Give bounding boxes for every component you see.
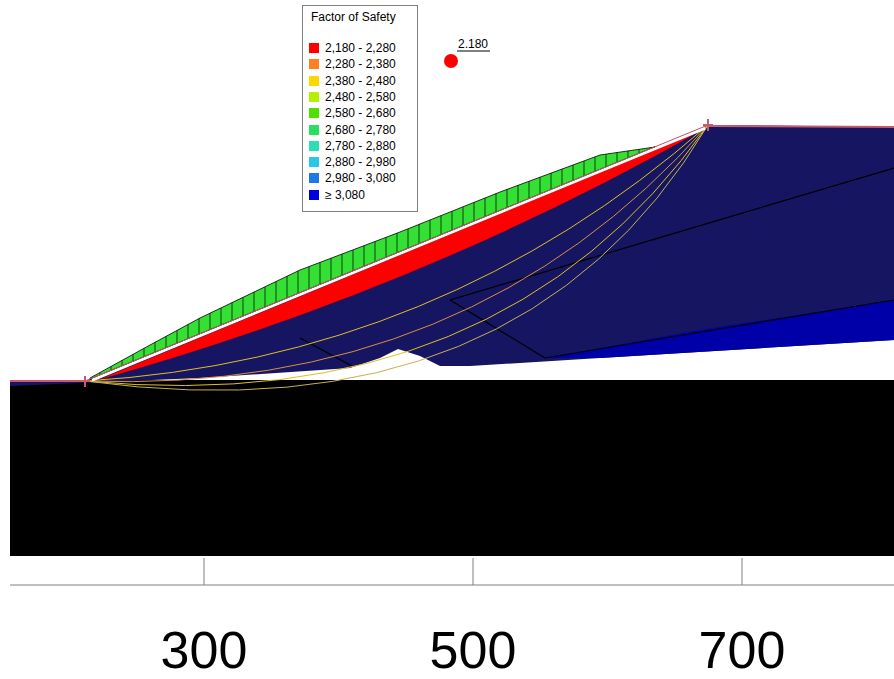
legend-swatch — [309, 92, 319, 102]
legend-text: 2,780 - 2,880 — [325, 139, 396, 153]
legend-swatch — [309, 108, 319, 118]
legend-text: 2,280 - 2,380 — [325, 57, 396, 71]
ground-surface — [10, 119, 894, 387]
legend-text: 2,380 - 2,480 — [325, 74, 396, 88]
legend-text: 2,680 - 2,780 — [325, 123, 396, 137]
legend-swatch — [309, 141, 319, 151]
legend-swatch — [309, 190, 319, 200]
legend-text: 2,180 - 2,280 — [325, 41, 396, 55]
legend-swatch — [309, 157, 319, 167]
legend-swatch — [309, 76, 319, 86]
legend-swatch — [309, 173, 319, 183]
slip-center — [444, 54, 458, 68]
slope-body — [10, 125, 894, 386]
axis-label: 700 — [699, 622, 786, 679]
legend-swatch — [309, 59, 319, 69]
legend-text: 2,480 - 2,580 — [325, 90, 396, 104]
axis-label: 300 — [161, 622, 248, 679]
legend-text: 2,580 - 2,680 — [325, 106, 396, 120]
axis-label: 500 — [430, 622, 517, 679]
axis — [10, 558, 894, 585]
slice-lines — [100, 130, 650, 385]
legend-text: ≥ 3,080 — [325, 188, 365, 202]
legend-swatch — [309, 125, 319, 135]
legend-text: 2,980 - 3,080 — [325, 171, 396, 185]
soil-layer — [545, 300, 894, 358]
legend-box: Factor of Safety 2,180 - 2,280 2,280 - 2,3… — [302, 5, 418, 212]
fos-value: 2.180 — [458, 38, 488, 51]
legend-text: 2,880 - 2,980 — [325, 155, 396, 169]
legend-title: Factor of Safety — [311, 11, 396, 24]
legend-swatch — [309, 43, 319, 53]
bedrock — [10, 380, 894, 556]
